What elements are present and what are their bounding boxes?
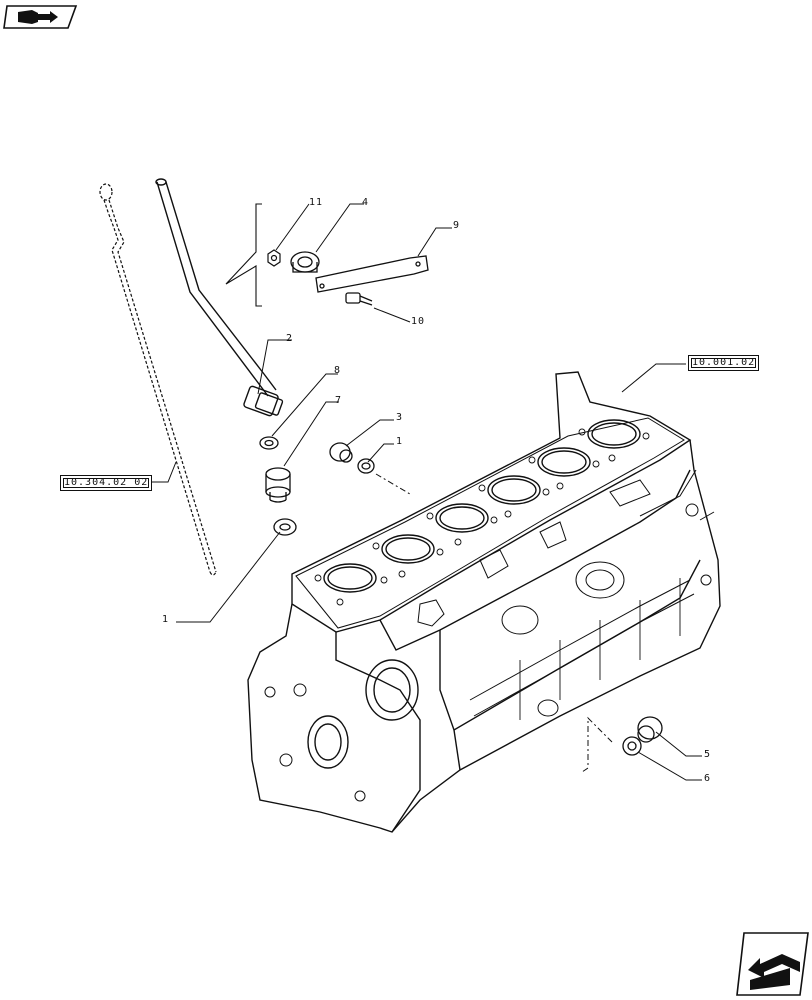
cylinder-bores xyxy=(323,419,641,593)
seal-1-right xyxy=(357,458,375,474)
callout-9: 9 xyxy=(453,220,461,231)
nut-11 xyxy=(267,249,281,267)
callout-7: 7 xyxy=(335,395,343,406)
callout-6: 6 xyxy=(704,773,712,784)
callout-5: 5 xyxy=(704,749,712,760)
adapter-7 xyxy=(265,467,291,503)
callout-10: 10 xyxy=(411,316,426,327)
seal-6 xyxy=(622,736,642,756)
next-page-arrow-icon[interactable] xyxy=(736,932,809,996)
callout-8: 8 xyxy=(334,365,342,376)
seal-8 xyxy=(259,436,279,450)
dipstick xyxy=(99,183,217,576)
callout-2: 2 xyxy=(286,333,294,344)
callout-4: 4 xyxy=(362,197,370,208)
engine-block xyxy=(247,371,721,833)
deck-bolt-holes xyxy=(314,428,650,606)
cam-bore xyxy=(365,659,419,721)
callout-3: 3 xyxy=(396,412,404,423)
callout-1-left: 1 xyxy=(162,614,170,625)
leader-lines xyxy=(148,203,702,781)
plug-3 xyxy=(329,442,353,463)
bracket-9 xyxy=(315,255,429,293)
clamp-4 xyxy=(290,251,320,273)
callout-1-right: 1 xyxy=(396,436,404,447)
book-arrow-icon[interactable] xyxy=(3,5,78,29)
reference-dipstick[interactable]: 10.304.02 02 xyxy=(60,475,153,491)
dipstick-tube xyxy=(155,178,284,417)
plug-5 xyxy=(637,716,663,743)
crank-bore xyxy=(307,715,349,769)
reference-block[interactable]: 10.001.02 xyxy=(688,355,760,371)
group-brace xyxy=(225,203,262,307)
bolt-10 xyxy=(345,292,373,306)
callout-11: 11 xyxy=(309,197,324,208)
seal-1-left xyxy=(273,518,297,536)
